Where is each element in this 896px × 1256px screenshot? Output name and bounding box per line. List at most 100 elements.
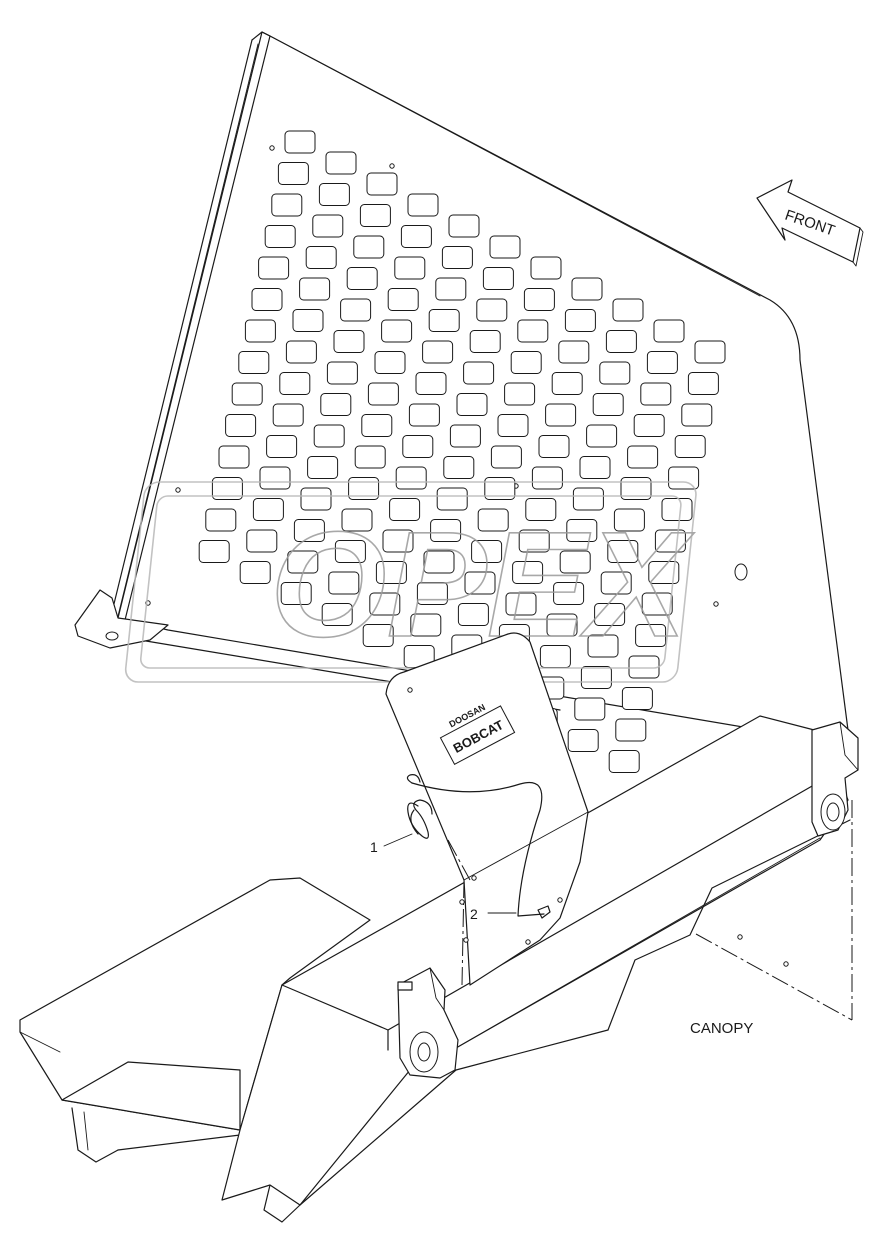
ventilation-slot bbox=[518, 529, 550, 553]
ventilation-slot bbox=[362, 624, 394, 647]
ventilation-slot bbox=[512, 561, 544, 584]
ventilation-slot bbox=[239, 561, 271, 584]
ventilation-slot bbox=[586, 424, 618, 448]
ventilation-slot bbox=[587, 634, 619, 658]
ventilation-slot bbox=[407, 193, 439, 217]
ventilation-slot bbox=[334, 540, 366, 563]
ventilation-slot bbox=[313, 424, 345, 448]
ventilation-slot bbox=[471, 540, 503, 563]
ventilation-slot bbox=[607, 540, 639, 563]
ventilation-slot bbox=[538, 435, 570, 458]
ventilation-slot bbox=[443, 456, 475, 479]
canopy-base-frame bbox=[19, 715, 859, 1223]
ventilation-slot bbox=[280, 582, 312, 605]
ventilation-slot bbox=[559, 550, 591, 574]
ventilation-slot bbox=[361, 414, 393, 437]
ventilation-slot bbox=[246, 529, 278, 553]
ventilation-slot bbox=[292, 309, 324, 332]
ventilation-slot bbox=[251, 288, 283, 311]
ventilation-slot bbox=[341, 508, 373, 532]
ventilation-slot bbox=[605, 330, 637, 353]
ventilation-slot bbox=[307, 456, 339, 479]
ventilation-slot bbox=[381, 319, 413, 343]
ventilation-slot bbox=[422, 340, 454, 364]
ventilation-slot bbox=[653, 319, 685, 343]
ventilation-slot bbox=[325, 151, 357, 175]
ventilation-slot bbox=[525, 498, 557, 521]
ventilation-slot bbox=[484, 477, 516, 500]
ventilation-slot bbox=[305, 246, 337, 269]
ventilation-slot bbox=[287, 550, 319, 574]
ventilation-slot bbox=[259, 466, 291, 490]
ventilation-slot bbox=[400, 225, 432, 248]
ventilation-slot bbox=[530, 256, 562, 280]
ventilation-slot bbox=[594, 603, 626, 626]
ventilation-slot bbox=[694, 340, 726, 364]
ventilation-slot bbox=[293, 519, 325, 542]
ventilation-slot bbox=[448, 214, 480, 238]
ventilation-slot bbox=[572, 487, 604, 511]
ventilation-slot bbox=[299, 277, 331, 301]
ventilation-slot bbox=[620, 477, 652, 500]
ventilation-slot bbox=[579, 456, 611, 479]
watermark-text: OPEX bbox=[270, 500, 695, 668]
ventilation-slot bbox=[592, 393, 624, 416]
ventilation-slot bbox=[375, 561, 407, 584]
ventilation-slot bbox=[211, 477, 243, 500]
rear-screen-panel bbox=[74, 31, 849, 773]
ventilation-slot bbox=[326, 361, 358, 385]
ventilation-slot bbox=[389, 498, 421, 521]
ventilation-slot bbox=[627, 445, 659, 469]
ventilation-slot bbox=[641, 592, 673, 616]
ventilation-slot bbox=[348, 477, 380, 500]
ventilation-slot bbox=[571, 277, 603, 301]
ventilation-slot bbox=[346, 267, 378, 290]
ventilation-slot bbox=[564, 309, 596, 332]
ventilation-slot bbox=[284, 130, 316, 154]
ventilation-slot bbox=[476, 298, 508, 322]
manual-holder-plate: DOOSAN BOBCAT bbox=[385, 632, 589, 986]
ventilation-slot bbox=[613, 508, 645, 532]
ventilation-slot bbox=[382, 529, 414, 553]
ventilation-slot bbox=[354, 445, 386, 469]
ventilation-slot bbox=[633, 414, 665, 437]
ventilation-slot bbox=[231, 382, 263, 406]
ventilation-slot bbox=[449, 424, 481, 448]
ventilation-slot-grid bbox=[198, 130, 726, 773]
ventilation-slot bbox=[551, 372, 583, 395]
ventilation-slot bbox=[271, 193, 303, 217]
ventilation-slot bbox=[321, 603, 353, 626]
callout-1: 1 bbox=[370, 833, 413, 855]
ventilation-slot bbox=[272, 403, 304, 427]
ventilation-slot bbox=[510, 351, 542, 374]
ventilation-slot bbox=[621, 687, 653, 710]
ventilation-slot bbox=[423, 550, 455, 574]
ventilation-slot bbox=[395, 466, 427, 490]
ventilation-slot bbox=[258, 256, 290, 280]
front-direction-arrow: FRONT bbox=[756, 179, 864, 267]
ventilation-slot bbox=[340, 298, 372, 322]
ventilation-slot bbox=[608, 750, 640, 773]
ventilation-slot bbox=[566, 519, 598, 542]
ventilation-slot bbox=[545, 403, 577, 427]
ventilation-slot bbox=[435, 277, 467, 301]
ventilation-slot bbox=[410, 613, 442, 637]
ventilation-slot bbox=[238, 351, 270, 374]
ventilation-slot bbox=[646, 351, 678, 374]
ventilation-slot bbox=[312, 214, 344, 238]
ventilation-slot bbox=[408, 403, 440, 427]
ventilation-slot bbox=[320, 393, 352, 416]
ventilation-slot bbox=[328, 571, 360, 595]
ventilation-slot bbox=[648, 561, 680, 584]
ventilation-slot bbox=[464, 571, 496, 595]
ventilation-slot bbox=[218, 445, 250, 469]
ventilation-slot bbox=[681, 403, 713, 427]
ventilation-slot bbox=[300, 487, 332, 511]
ventilation-slot bbox=[457, 603, 489, 626]
ventilation-slot bbox=[553, 582, 585, 605]
ventilation-slot bbox=[612, 298, 644, 322]
ventilation-slot bbox=[394, 256, 426, 280]
ventilation-slot bbox=[252, 498, 284, 521]
ventilation-slot bbox=[387, 288, 419, 311]
ventilation-slot bbox=[225, 414, 257, 437]
